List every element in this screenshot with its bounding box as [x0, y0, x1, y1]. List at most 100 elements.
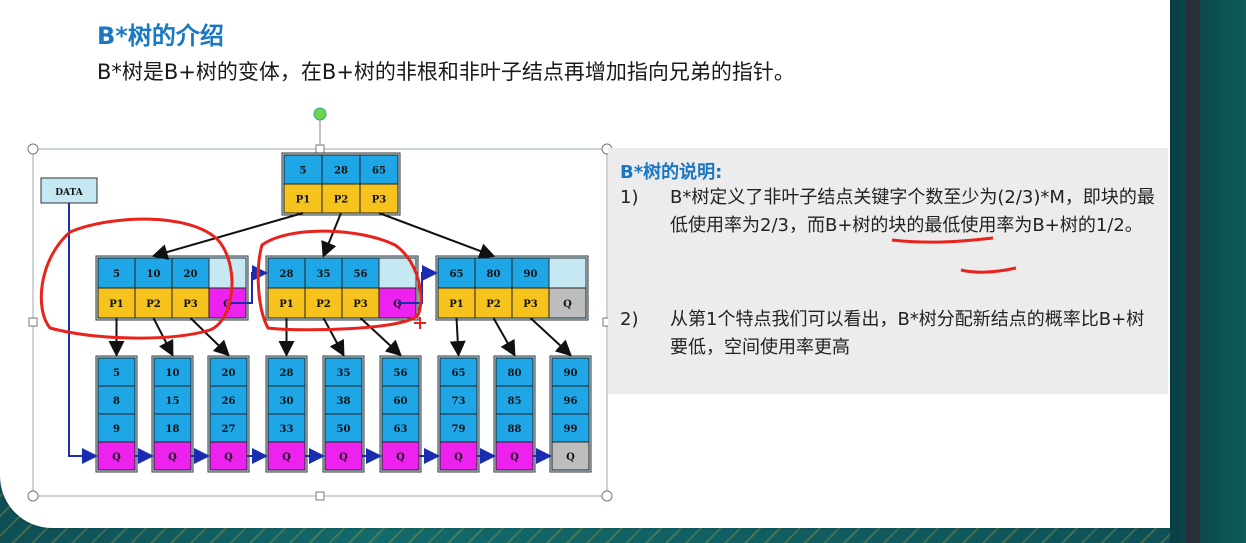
leaf-key-cell: [97, 357, 136, 387]
leaf-key-cell-label: 73: [452, 396, 466, 407]
leaf-key-cell: [551, 357, 590, 387]
leaf-key-cell-label: 30: [280, 396, 294, 407]
internal-key-cell-label: 20: [184, 269, 198, 280]
explanation-point-1: 1) B*树定义了非叶子结点关键字个数至少为(2/3)*M，即块的最低使用率为2…: [620, 184, 1170, 284]
leaf-key-cell-label: 33: [280, 424, 294, 435]
internal-key-cell: [511, 257, 550, 289]
leaf-key-cell-label: 28: [280, 368, 294, 379]
leaf-key-cell-label: 56: [394, 368, 408, 379]
leaf-key-cell-label: 8: [113, 396, 120, 407]
data-link: [68, 203, 98, 464]
internal-key-cell-label: 56: [354, 269, 368, 280]
leaf-key-cell-label: 10: [166, 368, 180, 379]
internal-ptr-cell-label: P2: [316, 299, 331, 310]
internal-empty-cell: [208, 257, 247, 289]
sibling-link: [397, 265, 438, 304]
resize-handle: [27, 490, 39, 502]
leaf-link-cell: [97, 441, 136, 471]
leaf-key-cell-label: 5: [113, 368, 120, 379]
internal-ptr-cell-label: P1: [449, 299, 463, 310]
resize-handle: [601, 490, 613, 502]
internal-key-cell-label: 28: [280, 269, 294, 280]
root-key-cell-label: 5: [300, 166, 307, 177]
leaf-key-cell-label: 60: [394, 396, 408, 407]
root-ptr-cell-label: P3: [372, 195, 387, 206]
leaf-key-cell-label: 50: [337, 424, 351, 435]
leaf-key-cell: [324, 413, 363, 443]
root-ptr-cell-label: P1: [296, 195, 310, 206]
scrollbar[interactable]: [1186, 0, 1200, 543]
leaf-key-cell: [381, 357, 420, 387]
root-ptr-cell: [283, 183, 323, 214]
tree-edge: [322, 317, 345, 357]
leaf-key-cell: [495, 413, 534, 443]
resize-handle: [28, 317, 38, 327]
internal-key-cell-label: 65: [450, 269, 464, 280]
point-text: B*树定义了非叶子结点关键字个数至少为(2/3)*M，即块的最低使用率为2/3，…: [670, 187, 1155, 236]
leaf-key-cell: [209, 385, 248, 415]
leaf-link-cell: [209, 441, 248, 471]
leaf-key-cell-label: 18: [166, 424, 180, 435]
leaf-link-cell: [439, 441, 478, 471]
point-text: 从第1个特点我们可以看出，B*树分配新结点的概率比B+树要低，空间使用率更高: [670, 309, 1145, 358]
annotation-circle: [39, 217, 234, 340]
internal-ptr-cell-label: P1: [279, 299, 293, 310]
internal-key-cell-label: 35: [317, 269, 331, 280]
internal-ptr-cell-label: P3: [523, 299, 538, 310]
leaf-key-cell-label: 90: [564, 368, 578, 379]
internal-key-cell-label: 80: [487, 269, 501, 280]
leaf-key-cell-label: 99: [564, 424, 578, 435]
point-number: 1): [620, 187, 639, 208]
leaf-key-cell: [267, 413, 306, 443]
internal-ptr-cell: [341, 287, 380, 319]
leaf-link-cell: [324, 441, 363, 471]
resize-handle: [315, 491, 325, 501]
internal-empty-cell: [548, 257, 587, 289]
leaf-key-cell-label: 96: [564, 396, 578, 407]
internal-key-cell-label: 90: [524, 269, 538, 280]
root-ptr-cell: [359, 183, 399, 214]
internal-ptr-cell-label: P1: [109, 299, 123, 310]
tree-edge: [449, 317, 466, 357]
internal-ptr-cell: [437, 287, 476, 319]
tree-edge: [492, 317, 516, 357]
root-ptr-cell-label: P2: [334, 195, 349, 206]
leaf-key-cell-label: 85: [508, 396, 522, 407]
leaf-key-cell: [97, 385, 136, 415]
leaf-key-cell: [381, 385, 420, 415]
internal-ptr-cell-label: P3: [353, 299, 368, 310]
sibling-pointer-cell-label: Q: [393, 299, 402, 310]
data-label: DATA: [55, 188, 84, 198]
leaf-key-cell-label: 27: [222, 424, 236, 435]
explanation-heading: B*树的说明:: [620, 162, 723, 183]
root-key-cell: [321, 154, 361, 185]
leaf-key-cell: [551, 413, 590, 443]
resize-handle: [27, 143, 39, 155]
resize-handle: [315, 144, 325, 154]
slide-title: B*树的介绍: [97, 22, 224, 50]
explanation-point-2: 2) 从第1个特点我们可以看出，B*树分配新结点的概率比B+树要低，空间使用率更…: [620, 306, 1170, 376]
leaf-link-cell-label: Q: [168, 452, 177, 463]
rotate-handle[interactable]: [313, 107, 327, 121]
leaf-key-cell: [439, 357, 478, 387]
leaf-link-cell-label: Q: [396, 452, 405, 463]
leaf-link-cell: [495, 441, 534, 471]
internal-ptr-cell-label: P3: [183, 299, 198, 310]
leaf-key-cell: [324, 357, 363, 387]
root-key-cell-label: 65: [372, 166, 386, 177]
leaf-link-cell: [551, 441, 590, 471]
leaf-key-cell: [153, 357, 192, 387]
internal-ptr-cell: [267, 287, 306, 319]
leaf-key-cell-label: 20: [222, 368, 236, 379]
internal-key-cell: [171, 257, 210, 289]
leaf-key-cell-label: 88: [508, 424, 522, 435]
leaf-key-cell: [97, 413, 136, 443]
internal-key-cell: [341, 257, 380, 289]
leaf-key-cell-label: 9: [113, 424, 120, 435]
root-key-cell: [359, 154, 399, 185]
tree-edge: [189, 317, 230, 357]
slide-subtitle: B*树是B+树的变体，在B+树的非根和非叶子结点再增加指向兄弟的指针。: [97, 60, 795, 84]
sibling-pointer-cell-label: Q: [563, 299, 572, 310]
leaf-key-cell-label: 63: [394, 424, 408, 435]
